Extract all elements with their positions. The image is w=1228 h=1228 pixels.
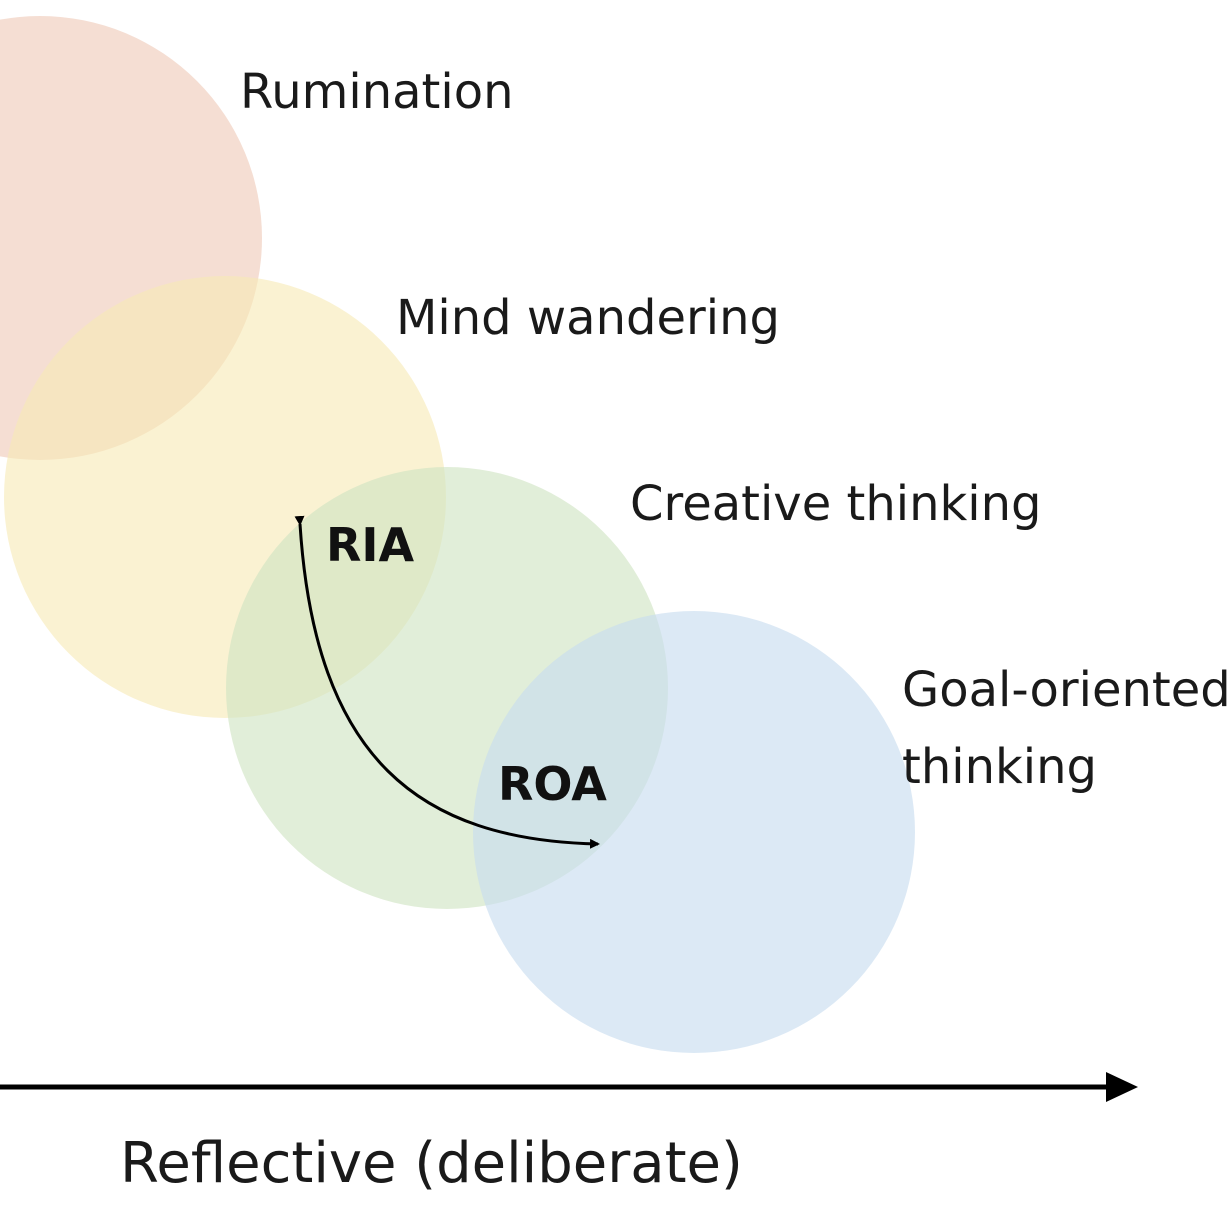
goal-oriented-circle	[473, 611, 915, 1053]
axis-arrowhead	[1106, 1072, 1138, 1102]
roa-label: ROA	[498, 757, 607, 811]
rumination-label: Rumination	[240, 64, 514, 120]
goal-oriented-label-line2: thinking	[902, 739, 1097, 795]
ria-label: RIA	[326, 518, 415, 572]
creative-thinking-label: Creative thinking	[630, 476, 1042, 532]
ria-roa-curved-arrow	[294, 515, 600, 849]
mind-wandering-label: Mind wandering	[396, 290, 780, 346]
axis-label: Reflective (deliberate)	[120, 1131, 743, 1196]
goal-oriented-label: Goal-oriented	[902, 662, 1228, 718]
